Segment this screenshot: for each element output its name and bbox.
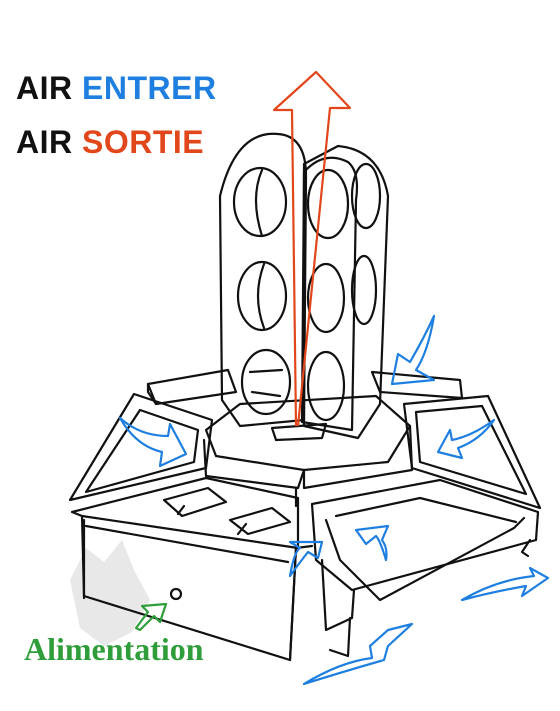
tower-base-slot — [270, 422, 328, 442]
legend-intake: AIR ENTRER — [16, 72, 217, 104]
exhaust-arrow-icon — [272, 70, 352, 427]
tray-back-right — [370, 370, 464, 400]
legend-intake-label: ENTRER — [82, 70, 217, 106]
power-arrow-icon — [134, 602, 168, 632]
base-box-right — [310, 478, 540, 658]
legend-exhaust-label: SORTIE — [82, 124, 205, 160]
legend-exhaust-prefix: AIR — [16, 124, 73, 160]
tower-fin-middle — [300, 156, 359, 432]
tower-fin-back — [302, 144, 390, 440]
legend-exhaust: AIR SORTIE — [16, 126, 204, 158]
base-box — [70, 476, 314, 662]
tray-left — [68, 392, 214, 502]
tower-fin-front — [218, 132, 308, 428]
power-caption: Alimentation — [24, 631, 204, 667]
fox-watermark — [70, 540, 150, 646]
central-plinth — [202, 394, 414, 508]
intake-arrow-icon — [118, 314, 550, 686]
legend-intake-prefix: AIR — [16, 70, 73, 106]
tray-right — [402, 394, 542, 510]
